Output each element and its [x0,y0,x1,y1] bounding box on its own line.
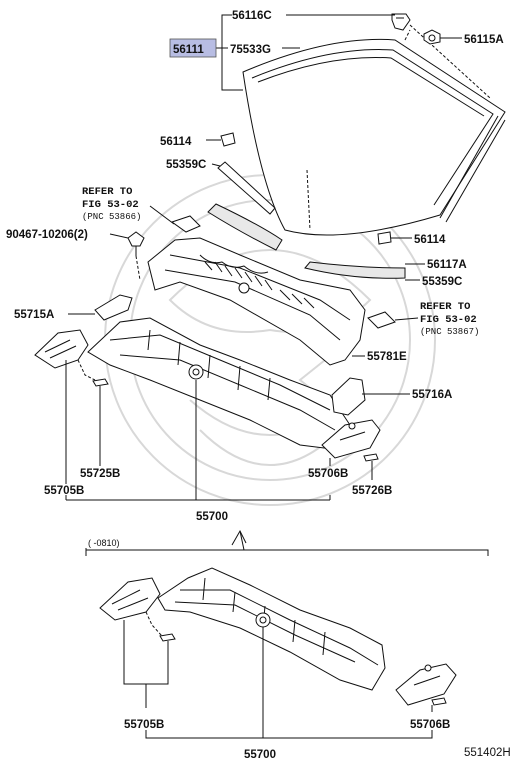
windshield-glass [242,24,506,236]
refer-53867-line3[interactable]: (PNC 53867) [420,327,479,337]
label-55715a[interactable]: 55715A [14,309,54,321]
clip-56114-top [220,132,236,147]
highlight-56111 [169,38,217,58]
label-55781e[interactable]: 55781E [367,351,407,363]
label-56111[interactable]: 56111 [173,44,204,56]
refer-53866-line1: REFER TO [82,186,132,198]
label-56117a[interactable]: 56117A [427,259,467,271]
seal-56117a [304,261,406,279]
cowl-panel-55700-bottom [157,567,386,691]
bracket-55715a [94,294,133,321]
label-55705b-bottom[interactable]: 55705B [124,719,164,731]
label-55705b-top[interactable]: 55705B [44,485,84,497]
label-55700-bottom[interactable]: 55700 [244,749,276,761]
label-56114-top[interactable]: 56114 [160,136,192,148]
cowl-louver-55781e [147,237,366,366]
clip-56116c [391,13,411,31]
label-75533g[interactable]: 75533G [230,44,271,56]
refer-53866-line2: FIG 53-02 [82,199,139,211]
label-55726b[interactable]: 55726B [352,485,392,497]
range-note: ( -0810) [88,538,120,548]
label-55706b-top[interactable]: 55706B [308,468,348,480]
pad-55725b [77,359,109,387]
refer-53866-line3[interactable]: (PNC 53866) [82,212,141,222]
refer-53867-line1: REFER TO [420,301,470,313]
leader-lines-bottom [123,620,433,739]
clip-90467 [127,231,145,281]
pad-55705b-bottom [145,611,176,642]
clip-56114-mid [377,231,392,245]
clip-56115a [423,29,441,45]
refer-53867-line2: FIG 53-02 [420,314,477,326]
label-55706b-bottom[interactable]: 55706B [410,719,450,731]
part-labels: 56116C 56115A 56111 75533G 56114 55359C … [6,10,511,761]
label-55716a[interactable]: 55716A [412,389,452,401]
bracket-55716a [331,377,366,416]
variant-frame [85,548,489,556]
figure-code: 551402H [464,747,511,759]
label-56116c[interactable]: 56116C [232,10,272,22]
label-90467[interactable]: 90467-10206(2) [6,229,88,241]
label-56114-mid[interactable]: 56114 [414,234,446,246]
bracket-55705b-top [34,329,89,369]
bracket-53866 [170,215,201,233]
bracket-55706b-bottom [395,663,457,706]
leader-lines-top [65,14,462,551]
label-55359c-top[interactable]: 55359C [166,159,206,171]
label-55725b[interactable]: 55725B [80,468,120,480]
pad-55706b-bottom [431,697,447,706]
label-55700-top[interactable]: 55700 [196,511,228,523]
label-56115a[interactable]: 56115A [464,34,504,46]
pad-55726b [363,453,379,462]
label-55359c-mid[interactable]: 55359C [422,276,462,288]
bracket-55706b-top [321,419,381,459]
weatherstrip-55359c-top [217,161,276,215]
weatherstrip-55359c-lower [207,203,283,251]
bracket-55705b-bottom [99,577,161,621]
bracket-53867 [367,311,396,329]
